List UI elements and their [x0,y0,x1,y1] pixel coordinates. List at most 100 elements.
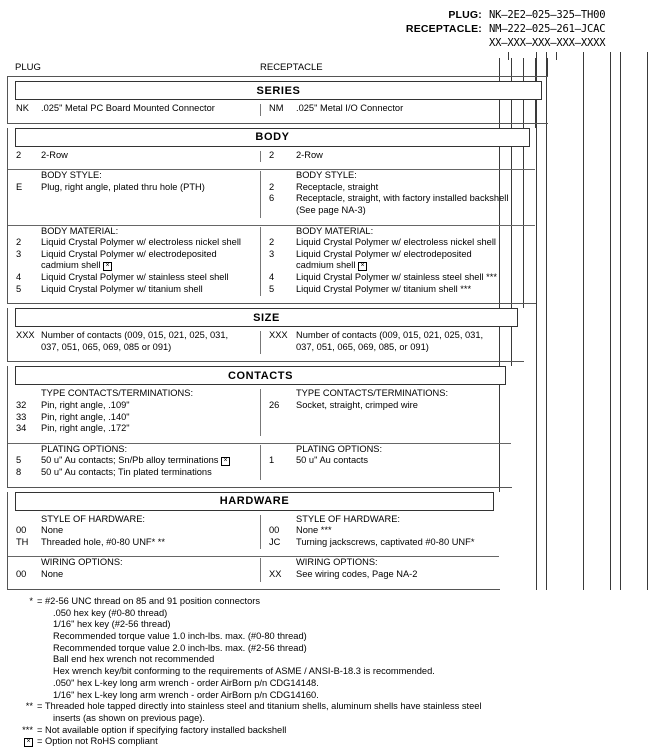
bracket-riser [547,58,548,76]
option-description: Liquid Crystal Polymer w/ stainless stee… [296,271,497,282]
mask-part-number-row: XX–XXX–XXX–XXX–XXXX [390,36,653,50]
option-row[interactable]: NK.025" Metal PC Board Mounted Connector [8,103,548,115]
option-description: 037, 051, 065, 069, 085 or 091) [41,341,172,352]
option-row[interactable]: 037, 051, 065, 069, 085 or 091) [8,342,548,354]
footnote-row: Recommended torque value 2.0 inch-lbs. m… [7,643,627,655]
option-description: See wiring codes, Page NA-2 [296,568,418,579]
bracket-riser [610,58,611,590]
option-row[interactable]: 3 Liquid Crystal Polymer w/ electrodeposi… [8,249,548,261]
column-divider [260,150,261,163]
footnote-row: ×= Option not RoHS compliant [7,736,627,748]
footnote-text: inserts (as shown on previous page). [53,712,205,723]
option-row[interactable]: 8 50 u" Au contacts; Tin plated terminati… [8,467,548,479]
option-row[interactable]: XXX Number of contacts (009, 015, 021, 02… [8,330,548,342]
column-divider [260,558,261,582]
option-code: 2 [16,237,22,248]
option-description: 037, 051, 065, 069, 085, or 091) [296,341,429,352]
group-separator [8,224,535,226]
option-code: NK [16,103,29,113]
option-code: 32 [16,399,27,410]
section-title: SERIES [15,81,542,100]
option-code: 3 [16,248,22,259]
option-description: 2-Row [41,149,68,160]
group-header: TYPE CONTACTS/TERMINATIONS: [41,388,194,399]
option-row[interactable]: NM.025" Metal I/O Connector [8,103,548,115]
option-row[interactable]: cadmium shell × [8,260,548,272]
group-separator [8,169,535,171]
option-description: Number of contacts (009, 015, 021, 025, … [41,330,229,341]
column-divider [260,226,261,297]
footnote-row: 1/16" hex L-key long arm wrench - order … [7,690,627,702]
footnote-text: = #2-56 UNC thread on 85 and 91 position… [37,596,261,606]
option-code: 34 [16,423,27,434]
option-description: 50 u" Au contacts; Tin plated terminatio… [41,466,212,477]
option-code: 2 [16,149,22,160]
part-number-tick [546,52,547,60]
footnote-marker: * [29,596,33,606]
option-description: 2-Row [296,149,323,160]
column-divider [260,171,261,218]
group-header: STYLE OF HARDWARE: [41,513,145,524]
option-row[interactable]: XXX Number of contacts (009, 015, 021, 02… [8,330,548,342]
bracket-riser [546,58,547,590]
option-description: cadmium shell × [296,260,541,272]
option-description: Pin, right angle, .172" [41,423,130,434]
section-title: CONTACTS [15,366,506,386]
option-code: 2 [269,149,275,160]
plug-part-number: NK–2E2–025–325–TH00 [489,9,606,21]
option-row[interactable]: 34 Pin, right angle, .172" [8,423,548,435]
footnote-row: Hex wrench key/bit conforming to the req… [7,666,627,678]
bracket-riser [536,58,537,590]
option-row[interactable]: 037, 051, 065, 069, 085, or 091) [8,342,548,354]
column-header-plug: PLUG [15,62,41,73]
option-row[interactable]: 3 Liquid Crystal Polymer w/ electrodeposi… [8,249,548,261]
option-row[interactable]: 2 2-Row [8,150,548,162]
option-row[interactable]: cadmium shell × [8,260,548,272]
option-code: 5 [16,283,22,294]
option-code: XXX [269,330,288,341]
group-header: BODY STYLE: [296,170,357,181]
column-divider [260,331,261,355]
option-row[interactable]: (See page NA-3) [8,205,548,217]
not-rohs-icon: × [103,262,113,272]
footnote-row: ***= Not available option if specifying … [7,725,627,737]
bracket-riser [511,58,512,366]
option-group: XXX Number of contacts (009, 015, 021, 02… [8,330,524,361]
option-code: JC [269,536,281,547]
option-code: 8 [16,466,22,477]
group-header: TYPE CONTACTS/TERMINATIONS: [296,388,449,399]
option-description: None [41,525,64,536]
section-title: BODY [15,127,530,147]
part-number-tick [556,52,557,60]
option-code: XXX [16,330,35,341]
option-description: Liquid Crystal Polymer w/ electrodeposit… [296,248,472,259]
option-row[interactable]: 2 2-Row [8,150,548,162]
option-description: Liquid Crystal Polymer w/ electrodeposit… [41,248,217,259]
